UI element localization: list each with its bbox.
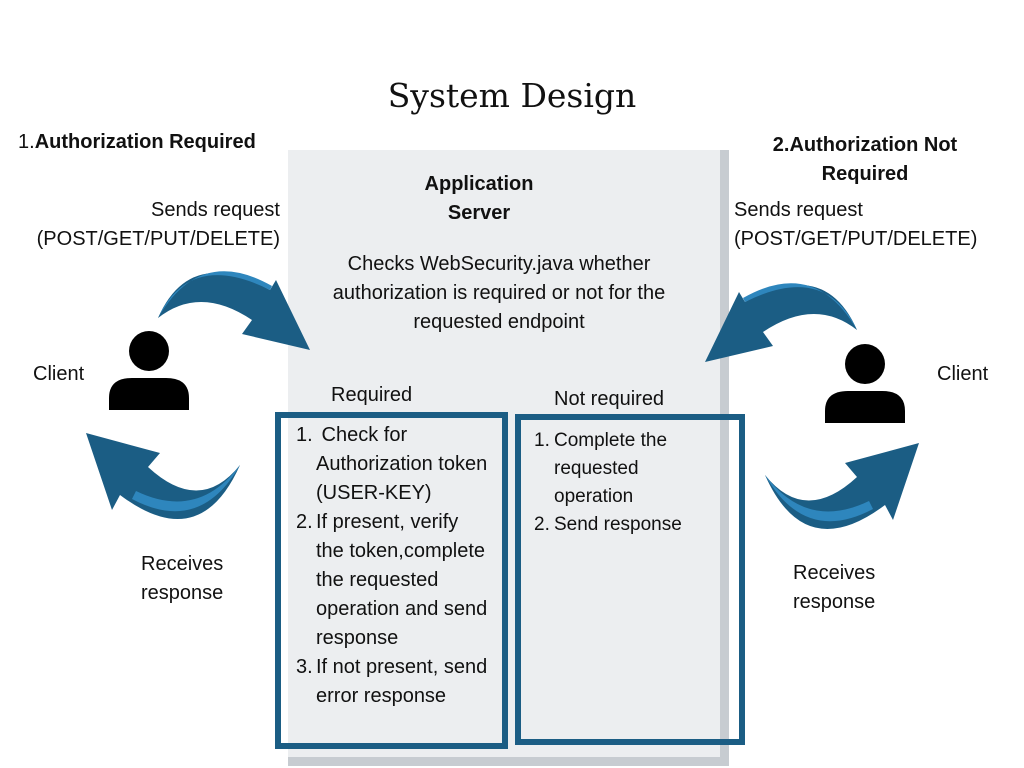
step-line: If not present, send: [316, 656, 488, 678]
required-label: Required: [331, 384, 413, 406]
step-number: 2.: [296, 511, 313, 533]
left-sends-request: Sends request (POST/GET/PUT/DELETE): [37, 196, 280, 254]
right-client-label: Client: [937, 363, 989, 385]
right-sends-line1: Sends request: [734, 199, 863, 221]
step-line: response: [316, 627, 399, 649]
left-heading-number: 1.: [18, 131, 35, 153]
server-description: Checks WebSecurity.java whether authoriz…: [288, 250, 710, 337]
not-required-label: Not required: [554, 388, 665, 410]
step-line: error response: [316, 685, 447, 707]
step-line: (USER-KEY): [316, 482, 432, 504]
left-receives-line1: Receives: [141, 553, 224, 575]
left-request-arrow-icon: [158, 271, 310, 350]
server-desc-line1: Checks WebSecurity.java whether: [347, 253, 651, 275]
right-receives-line2: response: [793, 591, 876, 613]
server-desc-line2: authorization is required or not for the: [332, 282, 666, 304]
right-sends-request: Sends request (POST/GET/PUT/DELETE): [734, 196, 977, 254]
step-line: Send response: [554, 514, 682, 535]
left-sends-line2: (POST/GET/PUT/DELETE): [36, 228, 280, 250]
server-panel-shadow-bottom: [288, 757, 729, 766]
left-section-heading: 1.Authorization Required: [18, 131, 256, 154]
left-receives-line2: response: [141, 582, 224, 604]
step-item: 2.If present, verify the token,complete th…: [296, 508, 506, 653]
right-heading-line2: Required: [821, 163, 909, 185]
right-sends-line2: (POST/GET/PUT/DELETE): [734, 228, 978, 250]
step-text: Complete the requested operation: [554, 427, 667, 511]
step-text: Send response: [554, 511, 682, 539]
step-item: 3.If not present, send error response: [296, 653, 506, 711]
step-line: the token,complete: [316, 540, 485, 562]
step-line: Check for: [316, 424, 408, 446]
diagram-title: System Design: [387, 76, 637, 115]
left-response-arrow-icon: [86, 433, 240, 519]
step-number: 2.: [534, 514, 550, 535]
step-line: Authorization token: [316, 453, 488, 475]
step-line: Complete the: [554, 430, 668, 451]
right-response-arrow-icon: [765, 443, 919, 529]
server-title-line1: Application: [424, 173, 534, 195]
right-heading-line1: 2.Authorization Not: [772, 134, 958, 156]
not-required-box: [515, 414, 745, 745]
right-client-person-icon: [825, 344, 905, 423]
step-line: operation and send: [316, 598, 488, 620]
server-panel-shadow-side: [720, 150, 729, 766]
step-text: If not present, send error response: [316, 653, 487, 711]
right-request-arrow-icon: [705, 283, 857, 362]
step-number: 1.: [296, 424, 313, 446]
step-text: If present, verify the token,complete the …: [316, 508, 487, 653]
left-receives-response: Receives response: [141, 550, 223, 608]
right-receives-line1: Receives: [793, 562, 876, 584]
left-client-person-icon: [109, 331, 189, 410]
server-title: Application Server: [288, 170, 670, 228]
step-line: If present, verify: [316, 511, 459, 533]
step-line: operation: [554, 486, 634, 507]
required-box: [275, 412, 508, 749]
step-line: the requested: [316, 569, 439, 591]
right-receives-response: Receives response: [793, 559, 875, 617]
left-sends-line1: Sends request: [151, 199, 280, 221]
step-number: 1.: [534, 430, 550, 451]
left-heading-text: Authorization Required: [34, 131, 256, 153]
step-item: 1.Complete the requested operation: [534, 427, 734, 511]
left-client-label: Client: [33, 363, 85, 385]
step-number: 3.: [296, 656, 313, 678]
right-section-heading: 2.Authorization Not Required: [765, 131, 965, 189]
server-title-line2: Server: [447, 202, 511, 224]
server-desc-line3: requested endpoint: [413, 311, 585, 333]
step-line: requested: [554, 458, 639, 479]
step-item: 2.Send response: [534, 511, 734, 539]
